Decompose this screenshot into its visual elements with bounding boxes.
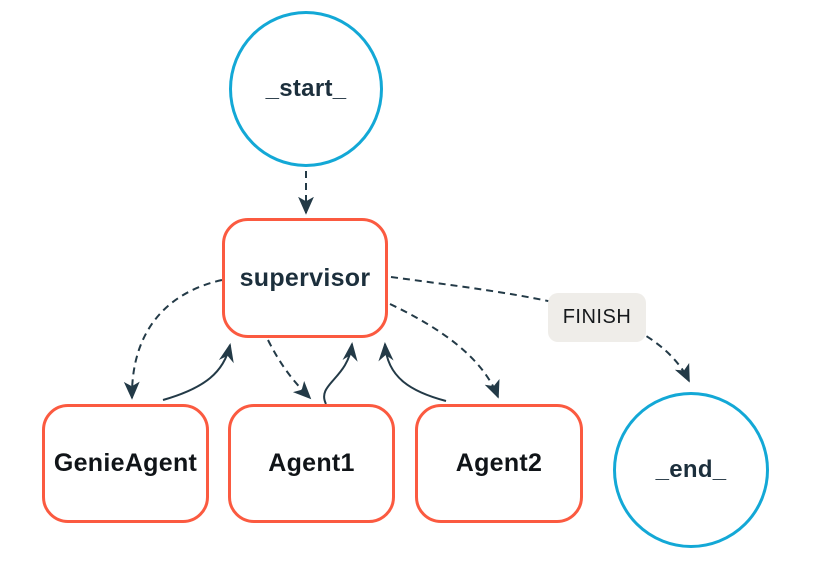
node-end: _end_ — [613, 392, 769, 548]
edge-genieagent-to-supervisor — [162, 343, 234, 401]
node-agent2-label: Agent2 — [455, 449, 543, 477]
node-agent1: Agent1 — [228, 404, 395, 523]
node-agent2: Agent2 — [415, 404, 583, 523]
edge-label-finish-text: FINISH — [562, 306, 632, 328]
node-genie-agent-label: GenieAgent — [53, 449, 198, 477]
node-end-label: _end_ — [655, 456, 727, 483]
edge-label-finish: FINISH — [548, 293, 646, 342]
node-start: _start_ — [229, 11, 383, 167]
node-start-label: _start_ — [265, 75, 347, 102]
node-agent1-label: Agent1 — [268, 449, 355, 477]
node-supervisor: supervisor — [222, 218, 388, 338]
edge-supervisor-to-end-finish — [390, 276, 690, 383]
node-supervisor-label: supervisor — [239, 263, 371, 292]
node-genie-agent: GenieAgent — [42, 404, 209, 523]
edge-agent1-to-supervisor — [323, 342, 358, 405]
edge-supervisor-to-agent2 — [389, 303, 500, 399]
edge-supervisor-to-genieagent — [123, 279, 223, 400]
edge-supervisor-to-agent1 — [267, 339, 312, 400]
edge-agent2-to-supervisor — [378, 342, 447, 402]
